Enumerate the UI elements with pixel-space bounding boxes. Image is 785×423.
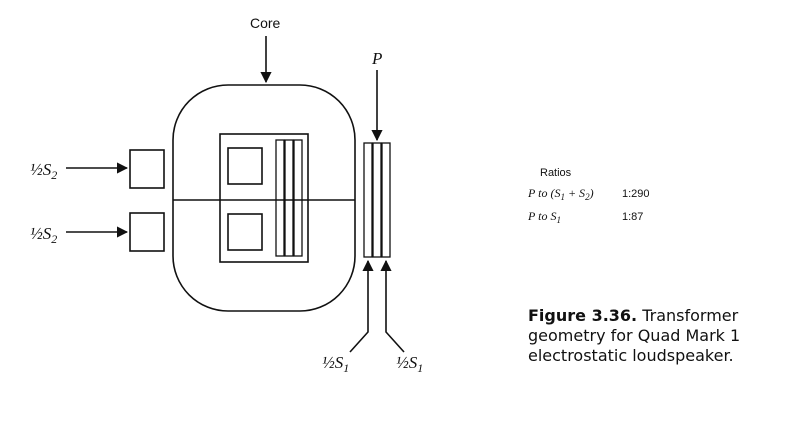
s1-arrow-right [380, 259, 405, 353]
caption-text: Transformer geometry for Quad Mark 1 ele… [528, 306, 741, 365]
ratio-row2-label: P to S1 [527, 209, 561, 225]
half-s2-label-top: ½S2 [30, 160, 57, 182]
plate-s1-left [363, 142, 373, 258]
core-label: Core [250, 15, 281, 31]
ratio-row1-value: 1:290 [622, 188, 650, 200]
inner-lamination-3 [293, 139, 303, 257]
inner-lamination-2 [284, 139, 294, 257]
half-s1-label-right: ½S1 [396, 353, 423, 375]
ratios-title: Ratios [540, 167, 572, 179]
p-label: P [371, 49, 382, 68]
half-s1-label-left: ½S1 [322, 353, 349, 375]
figure-caption: Figure 3.36. Transformer geometry for Qu… [528, 306, 778, 366]
plate-p [372, 142, 382, 258]
ratio-row1-label: P to (S1 + S2) [527, 186, 594, 202]
ratio-row2-value: 1:87 [622, 211, 643, 223]
inner-winding-bottom [227, 213, 263, 251]
inner-lamination-1 [275, 139, 285, 257]
figure-number: Figure 3.36. [528, 306, 638, 325]
half-s2-label-bottom: ½S2 [30, 224, 57, 246]
plate-s1-right [381, 142, 391, 258]
inner-winding-top [227, 147, 263, 185]
s2-box-bottom [129, 212, 165, 252]
winding-window [219, 133, 309, 263]
s1-arrow-left [349, 259, 374, 353]
s2-box-top [129, 149, 165, 189]
core-outline [172, 84, 356, 312]
